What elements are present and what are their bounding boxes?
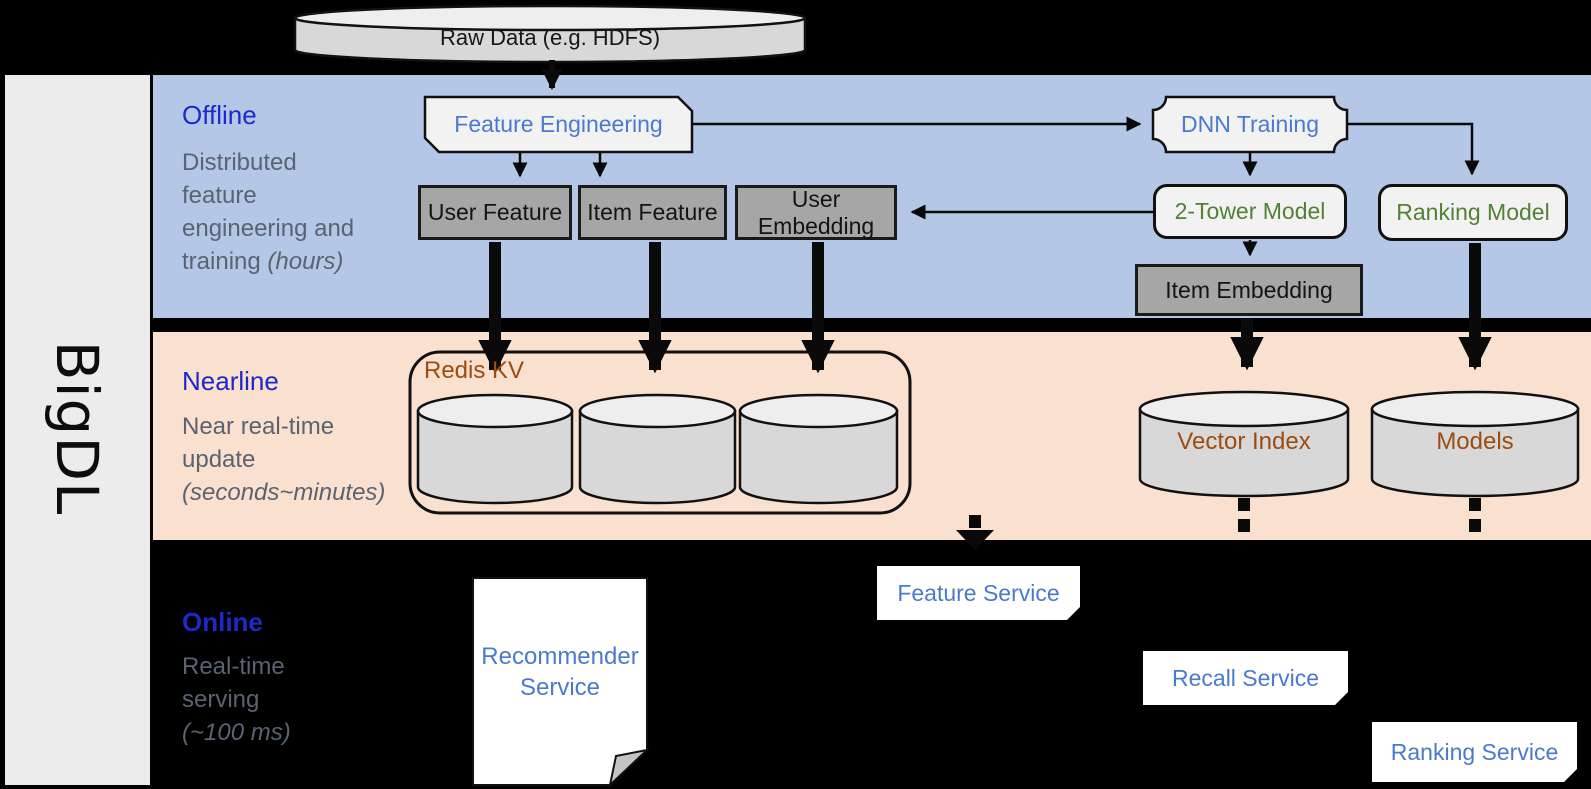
recall-service-label: Recall Service (1172, 664, 1319, 691)
offline-section-title: Offline (182, 100, 257, 130)
nearline-section-title: Nearline (182, 366, 279, 396)
online-desc-line1: Real-time (182, 653, 285, 680)
user-feature-node: User Feature (418, 185, 572, 240)
ranking-model-node: Ranking Model (1378, 184, 1568, 241)
online-section-description: Real-time serving (~100 ms) (182, 650, 291, 749)
offline-desc-line3: engineering and (182, 215, 355, 242)
folded-corner-icon (1335, 692, 1348, 705)
online-desc-line3: (~100 ms) (182, 719, 291, 746)
recall-service-node: Recall Service (1143, 651, 1348, 705)
nearline-desc-line2: update (182, 446, 256, 473)
recommender-service-line2: Service (519, 674, 601, 701)
bigdl-sidebar (5, 75, 150, 785)
nearline-section-description: Near real-time update (seconds~minutes) (182, 410, 385, 509)
offline-section-description: Distributed feature engineering and trai… (182, 146, 354, 278)
offline-desc-line1: Distributed (182, 149, 297, 176)
item-feature-node: Item Feature (578, 185, 727, 240)
recommender-service-label: Recommender Service (473, 638, 647, 706)
nearline-desc-line3: (seconds~minutes) (182, 479, 386, 506)
ranking-service-node: Ranking Service (1372, 722, 1577, 782)
recommender-service-document (472, 577, 651, 788)
folded-corner-icon (1067, 607, 1080, 620)
feature-service-label: Feature Service (897, 579, 1060, 606)
user-embedding-node: User Embedding (735, 185, 897, 240)
raw-data-label: Raw Data (e.g. HDFS) (439, 25, 661, 50)
ranking-service-label: Ranking Service (1390, 738, 1559, 765)
feature-service-node: Feature Service (877, 566, 1080, 620)
folded-corner-icon (1564, 769, 1577, 782)
recommender-service-line1: Recommender (481, 643, 639, 670)
offline-desc-line4: training (hours) (182, 248, 344, 275)
offline-desc-line2: feature (182, 182, 257, 209)
online-section-title: Online (182, 607, 263, 637)
bigdl-logo-text: BigDL (43, 340, 111, 516)
item-embedding-node: Item Embedding (1135, 264, 1363, 316)
raw-data-cylinder (293, 4, 807, 64)
two-tower-model-node: 2-Tower Model (1153, 184, 1347, 239)
online-desc-line2: serving (182, 686, 260, 713)
nearline-desc-line1: Near real-time (182, 413, 335, 440)
